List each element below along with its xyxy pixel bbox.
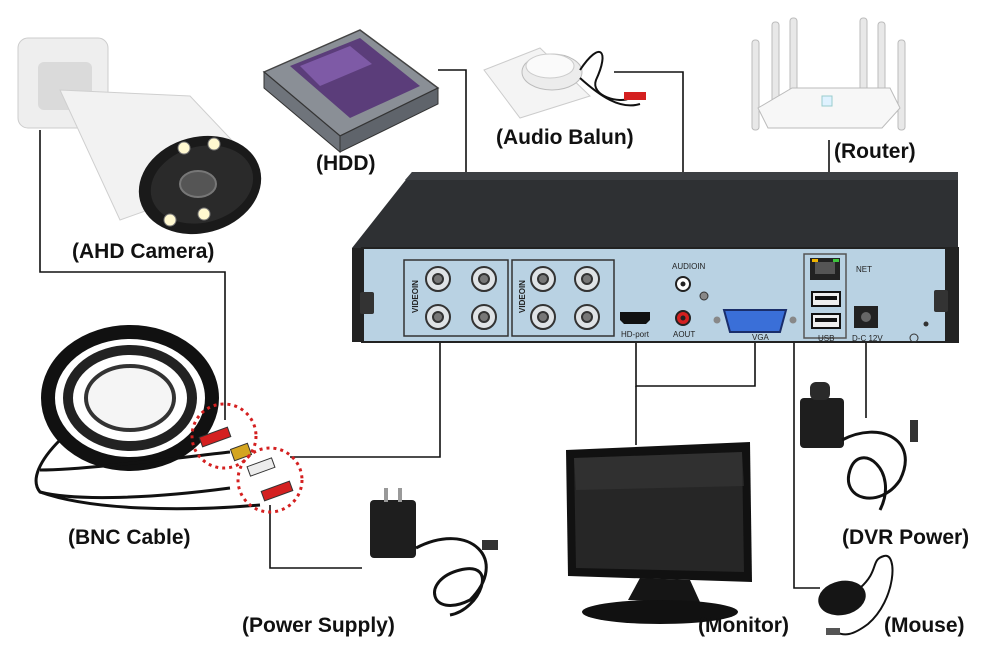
hdd-illustration (262, 29, 440, 154)
bracket-right (934, 290, 948, 312)
reset-button (909, 333, 919, 343)
mouse-illustration (818, 554, 894, 636)
mouse-label: (Mouse) (884, 614, 965, 637)
highlight-circle-video (190, 402, 258, 470)
router-label: (Router) (834, 140, 916, 163)
dvr-recorder (352, 172, 959, 343)
power-supply-illustration (370, 488, 498, 617)
bnc-cable-illustration (34, 325, 261, 511)
ahd-camera-label: (AHD Camera) (72, 240, 215, 263)
monitor-illustration (566, 442, 752, 624)
hdmi-port (620, 312, 650, 324)
usb-label: USB (818, 334, 835, 343)
line-hdd (438, 69, 467, 196)
ground-screw (699, 291, 709, 301)
bnc-group-right (511, 259, 615, 337)
line-bnc-to-dvr (290, 332, 441, 458)
line-monitor (635, 332, 756, 387)
net-usb-frame (803, 253, 847, 339)
bnc-group-left (403, 259, 509, 337)
connector-lines (39, 69, 867, 589)
power-supply-label: (Power Supply) (242, 614, 395, 637)
audio-balun-illustration (483, 47, 646, 119)
bnc-cable-label: (BNC Cable) (68, 526, 191, 549)
line-power-supply (269, 505, 362, 569)
camera-illustration (17, 37, 262, 235)
highlight-circle-power (236, 446, 304, 514)
bnc-ports-right (530, 266, 600, 330)
bracket-left (360, 292, 374, 314)
monitor-label: (Monitor) (698, 614, 789, 637)
audio-out-label: AOUT (673, 330, 696, 339)
video-in-right-label: VIDEOIN (517, 280, 527, 313)
vga-label: VGA (752, 333, 769, 342)
vga-port (722, 309, 788, 333)
video-in-left-label: VIDEOIN (410, 280, 420, 313)
bnc-connectors (198, 426, 294, 502)
audio-in-label: AUDIOIN (672, 262, 706, 271)
dvr-power-illustration (800, 382, 918, 511)
dvr-power-label: (DVR Power) (842, 526, 970, 549)
hdmi-label: HD-port (621, 330, 650, 339)
line-camera (39, 130, 226, 420)
bnc-ports-left (425, 266, 497, 330)
dc-power-label: D-C 12V (852, 334, 883, 343)
hdd-label: (HDD) (316, 152, 376, 175)
router-illustration (751, 17, 906, 131)
audio-balun-label: (Audio Balun) (496, 126, 634, 149)
net-label: NET (856, 265, 872, 274)
dvr-top (352, 172, 958, 248)
